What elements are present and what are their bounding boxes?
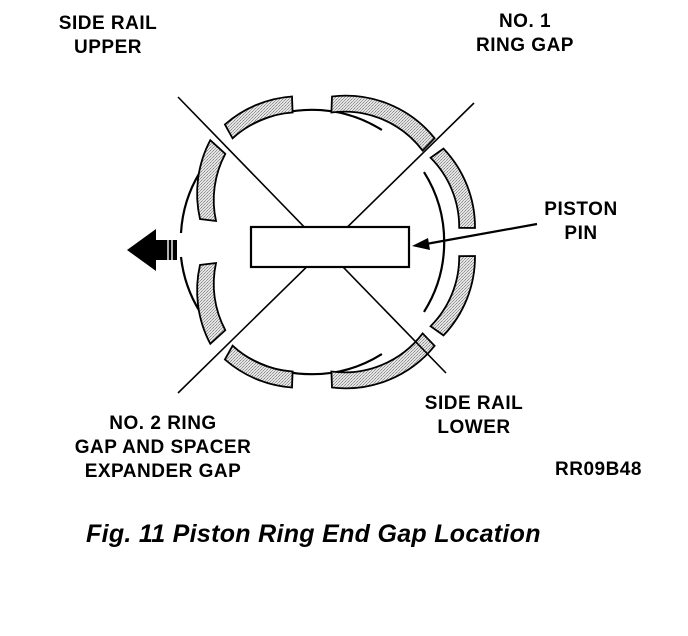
ring-segment-bottom — [330, 332, 436, 390]
label-piston-pin: PISTON PIN — [544, 199, 618, 244]
label-no1-ring-gap: NO. 1 RING GAP — [476, 11, 574, 56]
ring-segment-left-lower — [196, 261, 227, 346]
label-no2-ring-gap: NO. 2 RING GAP AND SPACER EXPANDER GAP — [74, 413, 252, 482]
figure-code: RR09B48 — [555, 459, 642, 480]
inner-ring — [196, 94, 476, 390]
front-direction-arrow-icon — [127, 229, 177, 271]
leader-arrowhead-icon — [412, 238, 430, 250]
figure-caption: Fig. 11 Piston Ring End Gap Location — [86, 520, 541, 548]
ring-segment-top — [330, 94, 436, 152]
ring-segment-upper — [223, 95, 294, 140]
label-side-rail-lower: SIDE RAIL LOWER — [424, 393, 524, 438]
piston-pin-leader — [412, 222, 538, 250]
ring-segment-right-upper — [429, 147, 476, 229]
ring-segment-right-lower — [429, 255, 476, 337]
ring-segment-lower — [223, 344, 294, 389]
ring-segment-left-upper — [196, 138, 227, 223]
label-side-rail-upper: SIDE RAIL UPPER — [58, 13, 158, 58]
piston-pin-rect — [249, 225, 411, 269]
outer-ring-arc-right — [423, 171, 446, 313]
